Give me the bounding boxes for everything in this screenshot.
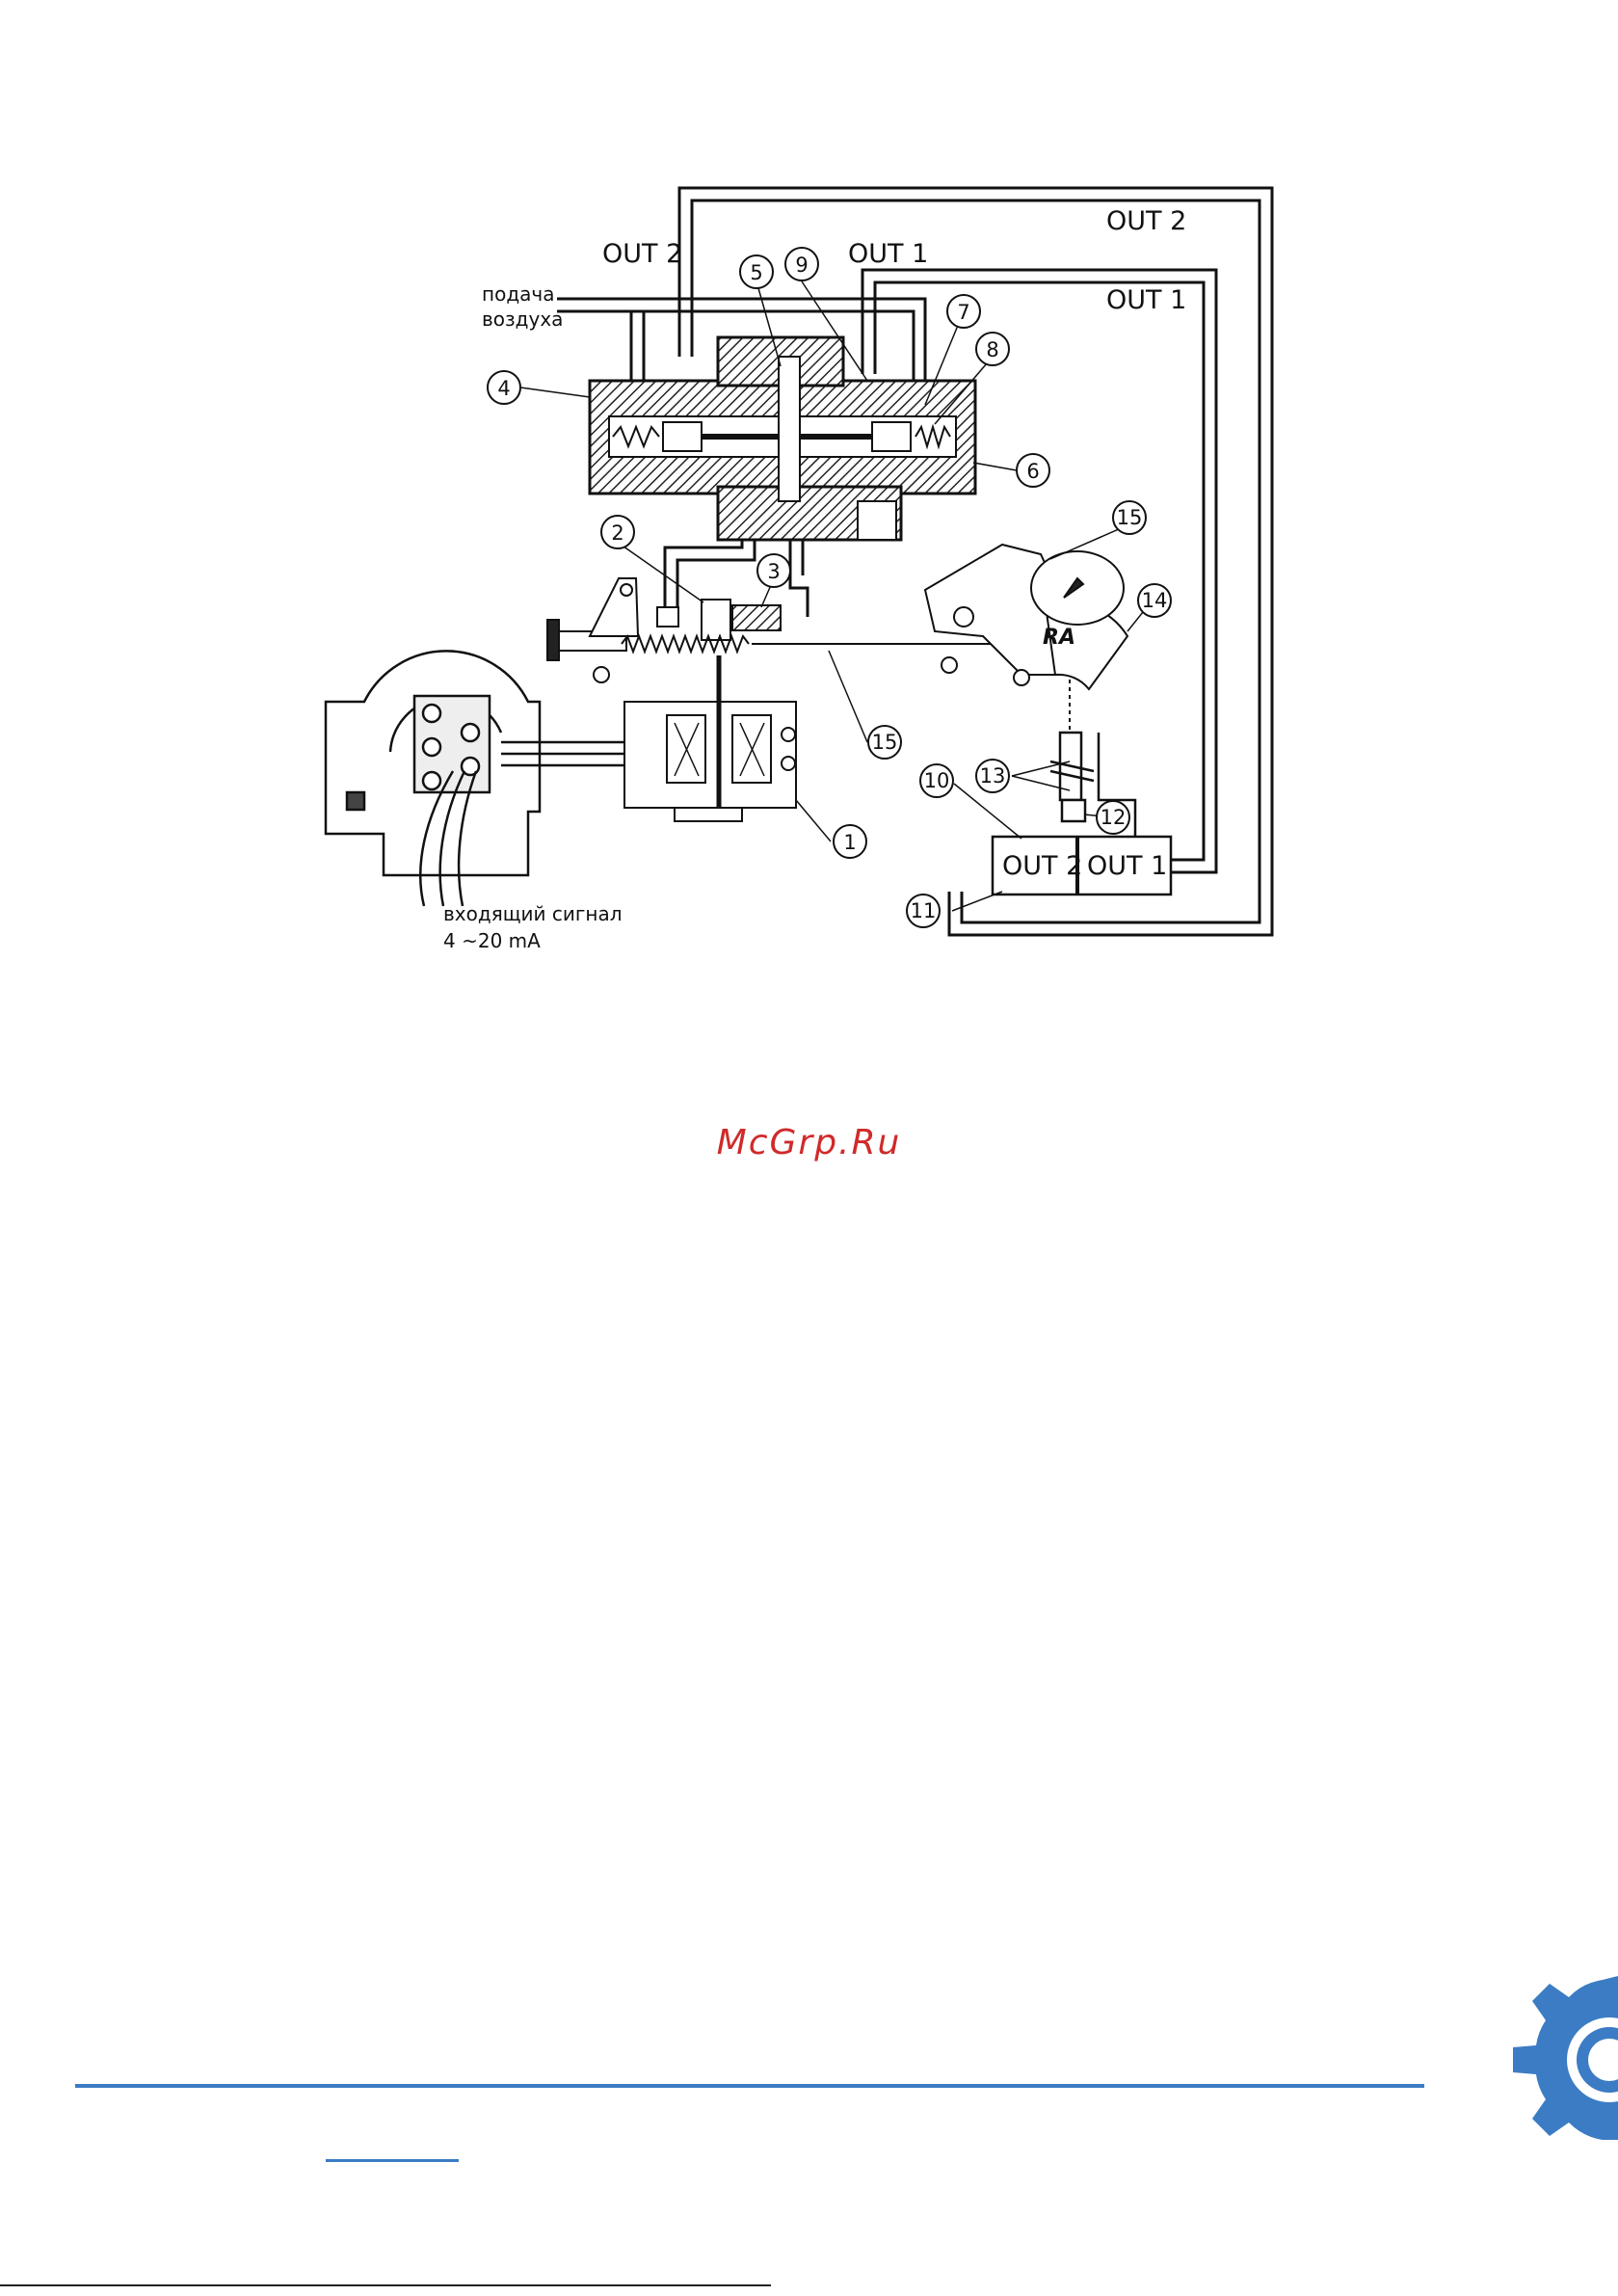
label-box-out2: OUT 2 [1002, 851, 1082, 881]
label-out1-top: OUT 1 [848, 239, 928, 269]
watermark: McGrp.Ru [0, 1123, 1618, 1162]
torque-motor [624, 655, 796, 821]
label-out2-top: OUT 2 [602, 239, 682, 269]
feedback-cam [925, 545, 1127, 733]
footer-divider [75, 2084, 1424, 2088]
pneumatic-positioner-diagram: OUT 2 OUT 1 OUT 2 OUT 1 подача воздуха в… [0, 0, 1618, 1070]
callout-8: 8 [986, 338, 998, 361]
callout-6: 6 [1026, 460, 1039, 483]
callout-14: 14 [1142, 589, 1168, 612]
callout-7: 7 [957, 301, 969, 324]
callout-2: 2 [611, 521, 623, 545]
bottom-divider [0, 2284, 771, 2286]
terminal-housing [326, 651, 624, 906]
spool-valve-body [590, 337, 975, 540]
callout-3: 3 [767, 560, 780, 583]
callout-9: 9 [795, 254, 808, 277]
callout-15-spring: 15 [872, 731, 898, 754]
callout-15-cam: 15 [1117, 506, 1143, 529]
callout-5: 5 [750, 261, 762, 284]
callout-12: 12 [1101, 806, 1127, 829]
gear-icon [1405, 1966, 1618, 2149]
label-out1-right: OUT 1 [1106, 285, 1186, 315]
callout-10: 10 [924, 769, 950, 792]
label-input-signal-2: 4 ~20 mA [443, 929, 541, 952]
label-input-signal-1: входящий сигнал [443, 902, 623, 925]
callout-4: 4 [497, 377, 510, 400]
footer-link-underline[interactable] [326, 2159, 459, 2162]
callout-1: 1 [843, 831, 856, 854]
label-air-supply-1: подача [482, 282, 554, 306]
callout-11: 11 [911, 899, 937, 922]
label-ra: RA [1043, 626, 1075, 650]
callout-13: 13 [980, 764, 1006, 788]
label-air-supply-2: воздуха [482, 307, 563, 331]
label-out2-right: OUT 2 [1106, 206, 1186, 236]
label-box-out1: OUT 1 [1087, 851, 1167, 881]
